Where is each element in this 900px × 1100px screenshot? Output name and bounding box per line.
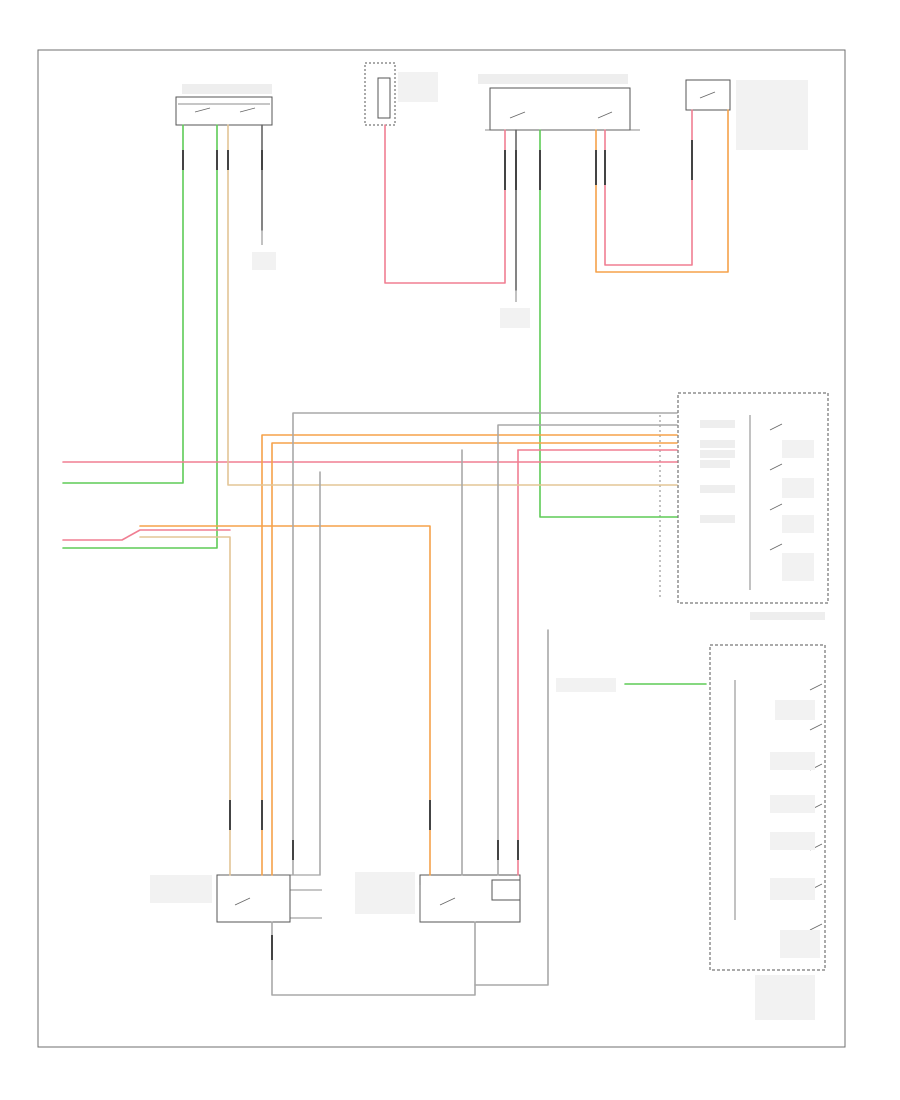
bottom-center-module — [355, 872, 521, 923]
wire-green-3 — [539, 129, 678, 518]
wire-gray-6 — [474, 629, 549, 986]
top-fuse-component — [364, 62, 438, 126]
diagram-frame — [37, 49, 846, 1048]
wire-pink-3 — [604, 109, 693, 266]
bottom-left-module — [150, 874, 322, 923]
wire-pink-2 — [384, 124, 506, 284]
ground-symbol-left — [252, 230, 276, 270]
wire-tan-1 — [227, 124, 678, 486]
wire-orange-3 — [595, 109, 729, 273]
wire-green-1 — [62, 124, 184, 484]
body-control-module — [659, 392, 829, 620]
wire-orange-2 — [271, 442, 678, 876]
top-left-switch-component — [175, 84, 273, 126]
lower-right-module — [709, 644, 826, 1020]
wire-orange-4 — [139, 525, 431, 876]
wire-gray-1 — [292, 412, 678, 876]
connector-ticks — [182, 140, 693, 960]
wire-pink-4 — [62, 529, 231, 541]
wire-orange-1 — [261, 434, 678, 876]
top-right-component — [685, 79, 808, 150]
ground-symbol-center — [500, 290, 530, 328]
wire-green-2 — [62, 124, 218, 549]
wire-tan-2 — [139, 536, 231, 876]
top-center-module — [478, 74, 640, 131]
wire-gray-5 — [271, 921, 476, 996]
wire-gray-2 — [497, 424, 678, 876]
connector-label-block — [556, 678, 616, 692]
